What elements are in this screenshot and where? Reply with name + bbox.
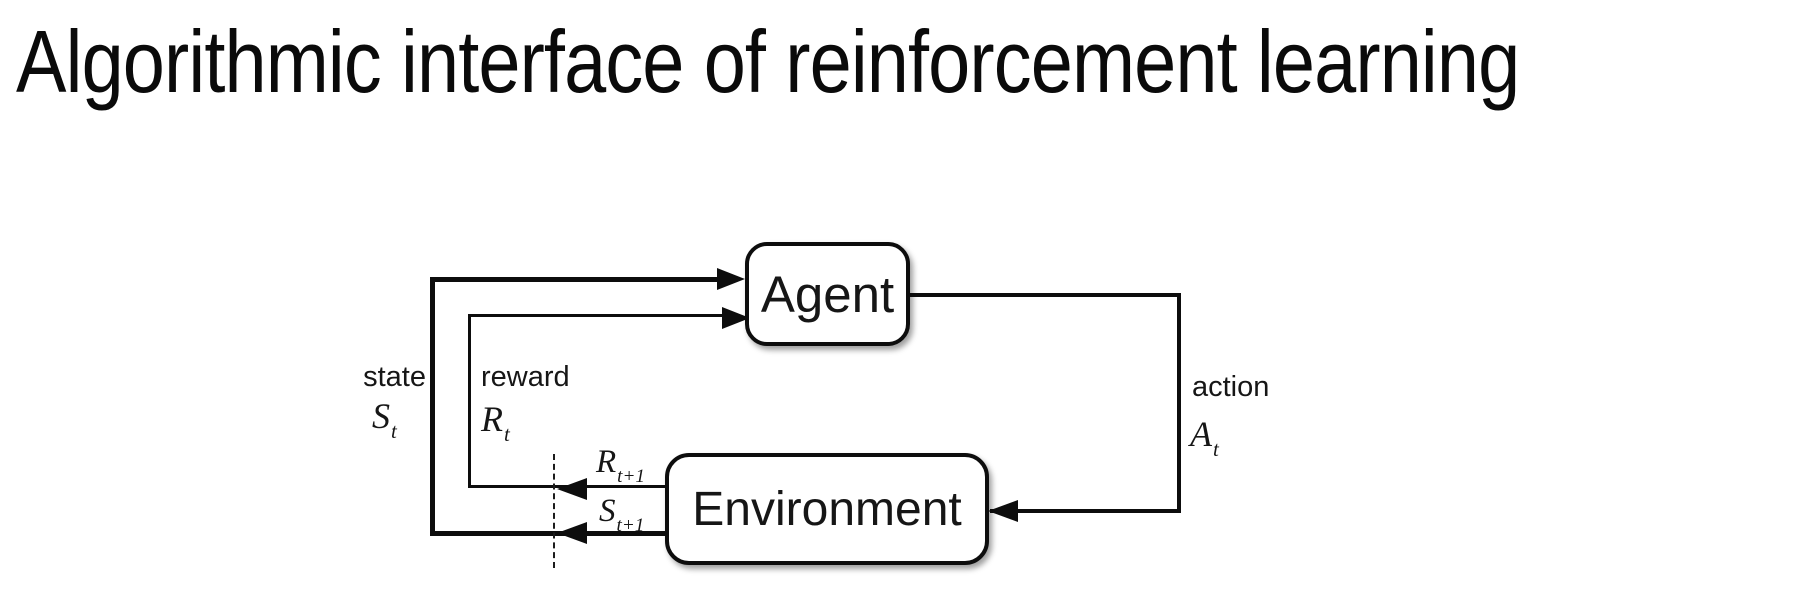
action-symbol: At bbox=[1190, 413, 1219, 460]
action-loop-bottom-line bbox=[990, 509, 1181, 513]
arrow-right-reward-to-agent-icon bbox=[722, 307, 750, 329]
arrow-right-state-to-agent-icon bbox=[717, 268, 745, 290]
next-state-symbol-letter: S bbox=[599, 493, 616, 529]
arrow-left-next-state-icon bbox=[557, 522, 587, 544]
arrow-left-action-to-environment-icon bbox=[988, 500, 1018, 522]
reward-loop-top-line bbox=[468, 314, 725, 317]
agent-label: Agent bbox=[760, 265, 895, 323]
reward-label: reward bbox=[481, 361, 570, 393]
slide-title: Algorithmic interface of reinforcement l… bbox=[16, 12, 1520, 111]
next-state-symbol: St+1 bbox=[599, 493, 644, 535]
time-step-divider-dashed-line bbox=[553, 454, 555, 568]
action-symbol-letter: A bbox=[1190, 414, 1212, 454]
state-loop-top-line bbox=[430, 277, 722, 282]
agent-box: Agent bbox=[745, 242, 910, 346]
reward-symbol-letter: R bbox=[481, 399, 503, 439]
action-loop-top-line bbox=[908, 293, 1181, 297]
next-reward-symbol: Rt+1 bbox=[596, 444, 645, 486]
state-symbol: St bbox=[372, 395, 397, 442]
next-state-symbol-subscript: t+1 bbox=[616, 514, 645, 536]
action-label: action bbox=[1192, 371, 1270, 403]
reward-loop-vertical-line bbox=[468, 314, 471, 488]
reward-symbol: Rt bbox=[481, 398, 510, 445]
action-loop-vertical-line bbox=[1177, 293, 1181, 513]
state-label: state bbox=[363, 361, 426, 393]
action-symbol-subscript: t bbox=[1213, 437, 1219, 462]
state-symbol-letter: S bbox=[372, 396, 390, 436]
state-symbol-subscript: t bbox=[391, 419, 397, 444]
arrow-left-next-reward-icon bbox=[557, 478, 587, 500]
environment-box: Environment bbox=[665, 453, 989, 565]
reward-symbol-subscript: t bbox=[504, 422, 510, 447]
next-reward-symbol-subscript: t+1 bbox=[617, 465, 645, 487]
state-loop-vertical-line bbox=[430, 277, 435, 536]
environment-label: Environment bbox=[692, 482, 962, 536]
state-loop-bottom-line bbox=[430, 531, 667, 536]
next-reward-symbol-letter: R bbox=[596, 444, 617, 480]
